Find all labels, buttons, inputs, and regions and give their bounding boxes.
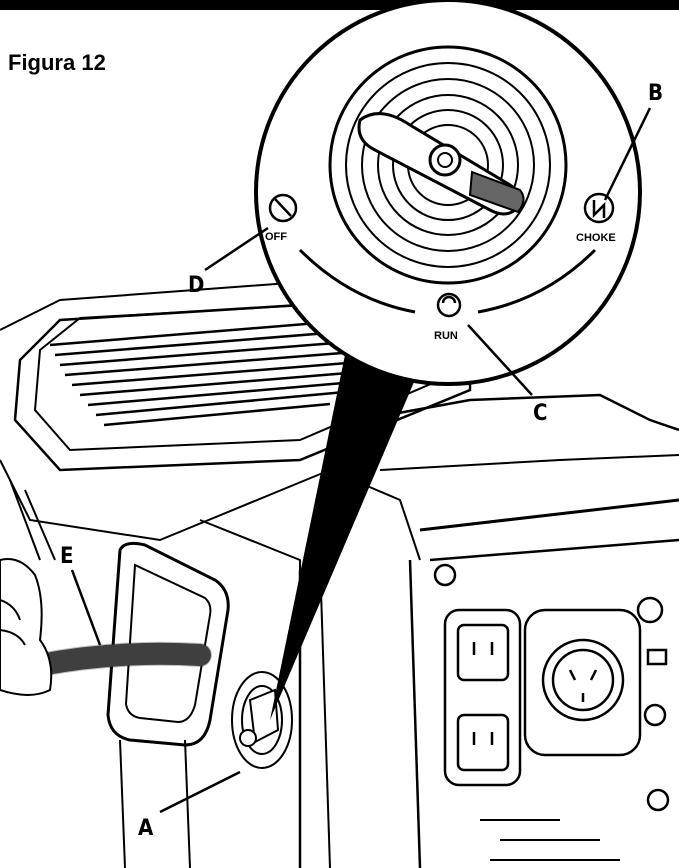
leader-lines — [70, 107, 652, 814]
callout-a: A — [138, 816, 154, 841]
generator-body — [0, 279, 679, 868]
callout-d: D — [188, 273, 204, 298]
hand-icon — [0, 558, 53, 696]
callout-e: E — [60, 544, 74, 569]
side-panel-opening — [106, 541, 230, 747]
choke-icon — [583, 192, 615, 224]
top-rule — [0, 0, 679, 10]
fuel-hose — [29, 642, 211, 676]
callout-b: B — [648, 81, 663, 106]
off-label: OFF — [265, 231, 287, 243]
figure-title: Figura 12 — [8, 50, 106, 75]
callout-c: C — [533, 401, 548, 426]
outlet-panel — [433, 563, 670, 812]
run-icon — [436, 292, 462, 318]
fuel-dial-small — [231, 671, 293, 769]
vent-grill — [49, 320, 361, 427]
run-label: RUN — [434, 330, 458, 342]
choke-label: CHOKE — [576, 232, 616, 244]
magnified-dial — [254, 0, 642, 386]
zoom-cone — [270, 355, 420, 720]
off-icon — [268, 193, 298, 223]
